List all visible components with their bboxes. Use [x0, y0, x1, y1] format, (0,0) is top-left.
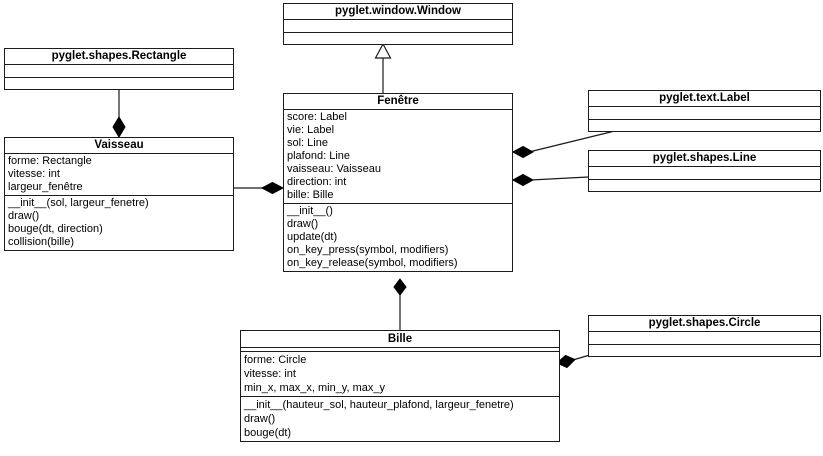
class-line-attributes	[589, 167, 820, 179]
class-bille: Bille forme: Circle vitesse: int min_x, ma…	[240, 330, 560, 442]
class-circle: pyglet.shapes.Circle	[588, 315, 821, 357]
class-member: vie: Label	[287, 124, 335, 136]
class-bille-title: Bille	[241, 331, 559, 348]
class-member: update(dt)	[287, 231, 338, 243]
class-fenetre-methods: __init__()draw()update(dt)on_key_press(s…	[284, 203, 512, 271]
class-member: min_x, max_x, min_y, max_y	[244, 382, 386, 394]
class-member: on_key_release(symbol, modifiers)	[287, 257, 458, 269]
class-member: largeur_fenêtre	[8, 181, 83, 193]
connector-composition-fenetre-vaisseau	[234, 181, 285, 195]
inheritance-triangle-icon	[374, 42, 392, 59]
title-separator-strip	[241, 348, 559, 352]
class-label-attributes	[589, 107, 820, 119]
composition-diamond-icon	[393, 278, 407, 296]
class-window-methods	[284, 32, 512, 44]
class-member: __init__(hauteur_sol, hauteur_plafond, l…	[244, 399, 514, 411]
connector-inheritance-fenetre-window	[374, 42, 392, 93]
class-member: __init__()	[287, 205, 333, 217]
class-member: plafond: Line	[287, 150, 350, 162]
class-rectangle: pyglet.shapes.Rectangle	[4, 48, 234, 90]
class-bille-attributes: forme: Circle vitesse: int min_x, max_x, m…	[241, 352, 559, 396]
connector-composition-fenetre-line	[511, 173, 589, 187]
class-member: vitesse: int	[244, 368, 296, 380]
class-member: bille: Bille	[287, 189, 334, 201]
class-fenetre-title: Fenêtre	[284, 94, 512, 110]
class-circle-attributes	[589, 332, 820, 344]
connector-composition-fenetre-bille	[393, 278, 407, 330]
class-label-title: pyglet.text.Label	[589, 91, 820, 107]
class-member: score: Label	[287, 111, 347, 123]
connector-composition-vaisseau-rectangle	[112, 88, 126, 138]
class-window: pyglet.window.Window	[283, 3, 513, 45]
composition-diamond-icon	[556, 354, 576, 369]
class-vaisseau-title: Vaisseau	[5, 138, 233, 154]
composition-diamond-icon	[260, 181, 285, 195]
class-member: __init__(sol, largeur_fenetre)	[8, 197, 149, 209]
class-label: pyglet.text.Label	[588, 90, 821, 132]
class-circle-methods	[589, 344, 820, 356]
class-member: bouge(dt, direction)	[8, 223, 103, 235]
class-rectangle-title: pyglet.shapes.Rectangle	[5, 49, 233, 65]
connector-composition-bille-circle	[556, 354, 589, 369]
composition-diamond-icon	[511, 145, 535, 159]
class-line: pyglet.shapes.Line	[588, 150, 821, 192]
class-member: forme: Rectangle	[8, 155, 92, 167]
composition-diamond-icon	[511, 173, 535, 187]
class-member: draw()	[244, 413, 276, 425]
class-member: direction: int	[287, 176, 347, 188]
class-rectangle-attributes	[5, 65, 233, 77]
class-member: draw()	[287, 218, 319, 230]
class-member: vitesse: int	[8, 168, 60, 180]
class-bille-methods: __init__(hauteur_sol, hauteur_plafond, l…	[241, 396, 559, 441]
class-member: forme: Circle	[244, 354, 307, 366]
class-member: bouge(dt)	[244, 427, 292, 439]
class-vaisseau-methods: __init__(sol, largeur_fenetre)draw()boug…	[5, 195, 233, 250]
class-member: draw()	[8, 210, 40, 222]
class-circle-title: pyglet.shapes.Circle	[589, 316, 820, 332]
class-window-title: pyglet.window.Window	[284, 4, 512, 20]
class-member: collision(bille)	[8, 236, 75, 248]
class-member: sol: Line	[287, 137, 328, 149]
class-line-methods	[589, 179, 820, 191]
class-member: on_key_press(symbol, modifiers)	[287, 244, 449, 256]
class-label-methods	[589, 119, 820, 131]
class-window-attributes	[284, 20, 512, 32]
class-line-title: pyglet.shapes.Line	[589, 151, 820, 167]
composition-diamond-icon	[112, 116, 126, 138]
class-member: vaisseau: Vaisseau	[287, 163, 381, 175]
class-rectangle-methods	[5, 77, 233, 89]
